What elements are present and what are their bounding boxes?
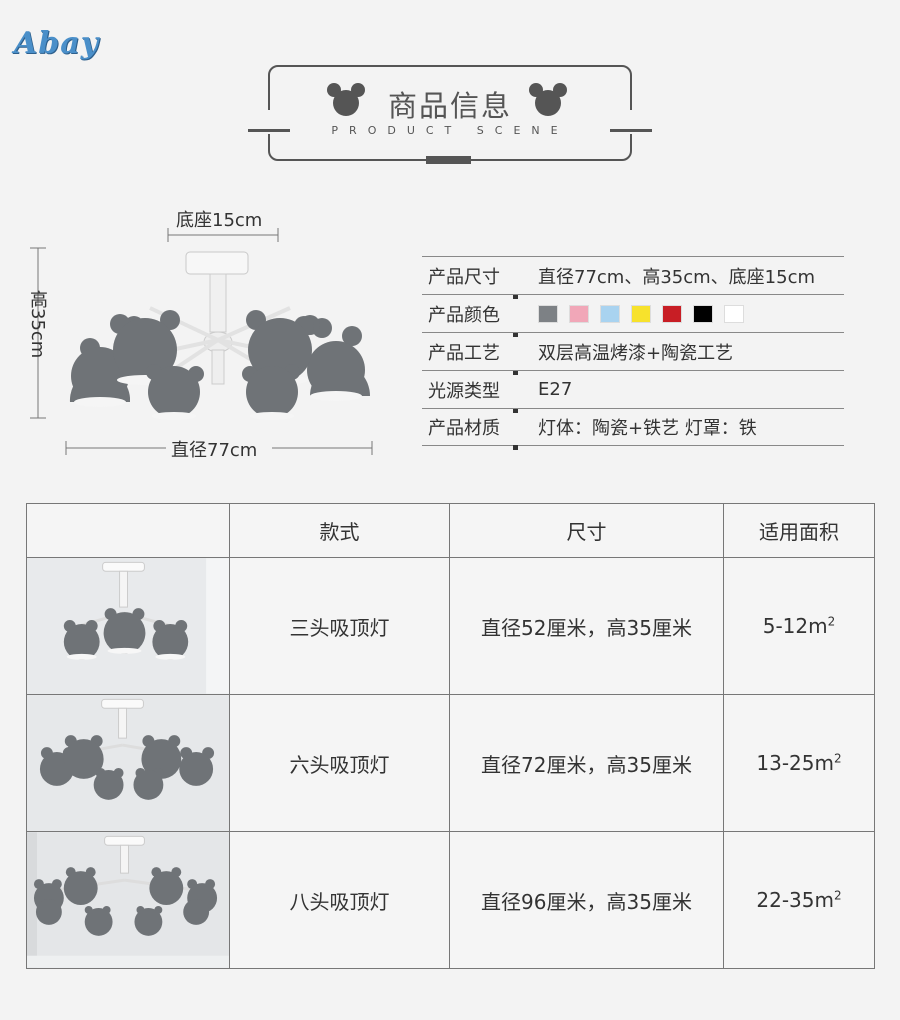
header-line-left <box>248 129 290 132</box>
area-unit-exponent: 2 <box>833 888 842 903</box>
table-row: 三头吸顶灯 直径52厘米，高35厘米 5-12m2 <box>26 557 875 695</box>
area-value: 22-35m <box>756 888 834 912</box>
three-head-lamp-image <box>27 558 229 694</box>
header-frame-gap-right <box>624 110 638 134</box>
style-cell: 六头吸顶灯 <box>229 694 450 832</box>
spec-key: 产品尺寸 <box>422 263 520 299</box>
header-title: 商品信息 <box>387 89 512 123</box>
style-cell: 八头吸顶灯 <box>229 831 450 969</box>
spec-value: 双层高温烤漆+陶瓷工艺 <box>538 342 734 364</box>
diameter-dimension-label: 直径77cm <box>171 440 258 461</box>
header-frame <box>268 65 632 161</box>
color-swatch-pink[interactable] <box>569 304 589 323</box>
spec-value: 直径77cm、高35cm、底座15cm <box>538 266 816 288</box>
spec-row-size: 产品尺寸 直径77cm、高35cm、底座15cm <box>422 256 844 299</box>
spec-key: 产品材质 <box>422 414 520 450</box>
header-style: 款式 <box>229 503 450 558</box>
lamp-drawing <box>30 228 373 455</box>
brand-logo: Abay <box>14 26 100 61</box>
spec-key: 产品颜色 <box>422 301 520 337</box>
product-photo <box>26 694 230 832</box>
header-size: 尺寸 <box>449 503 724 558</box>
table-header-row: 款式 尺寸 适用面积 <box>26 503 875 558</box>
spec-row-color: 产品颜色 <box>422 294 844 337</box>
size-cell: 直径96厘米，高35厘米 <box>449 831 724 969</box>
color-swatch-black[interactable] <box>693 304 713 323</box>
spec-list: 产品尺寸 直径77cm、高35cm、底座15cm 产品颜色 产品工艺 双层高温烤… <box>422 256 844 450</box>
spec-key: 产品工艺 <box>422 339 520 375</box>
spec-row-craft: 产品工艺 双层高温烤漆+陶瓷工艺 <box>422 332 844 375</box>
color-swatch-yellow[interactable] <box>631 304 651 323</box>
table-row: 八头吸顶灯 直径96厘米，高35厘米 22-35m2 <box>26 831 875 969</box>
size-cell: 直径52厘米，高35厘米 <box>449 557 724 695</box>
models-table: 款式 尺寸 适用面积 <box>26 503 875 969</box>
spec-row-material: 产品材质 灯体：陶瓷+铁艺 灯罩：铁 <box>422 408 844 450</box>
spec-value: 灯体：陶瓷+铁艺 灯罩：铁 <box>538 418 757 439</box>
table-row: 六头吸顶灯 直径72厘米，高35厘米 13-25m2 <box>26 694 875 832</box>
area-value: 13-25m <box>756 751 834 775</box>
header-line-right <box>610 129 652 132</box>
header-frame-gap-left <box>262 110 276 134</box>
lamp-dimension-diagram: 底座15cm 直径77cm 高35cm <box>0 190 420 470</box>
header-area: 适用面积 <box>723 503 875 558</box>
color-swatch-white[interactable] <box>724 304 744 323</box>
area-unit-exponent: 2 <box>833 751 842 766</box>
eight-head-lamp-image <box>27 832 229 968</box>
color-swatch-gray[interactable] <box>538 304 558 323</box>
spec-key: 光源类型 <box>422 377 520 413</box>
style-cell: 三头吸顶灯 <box>229 557 450 695</box>
base-dimension-label: 底座15cm <box>176 210 263 231</box>
mouse-head-icon <box>529 83 567 116</box>
height-dimension-label: 高35cm <box>27 290 48 359</box>
color-swatch-red[interactable] <box>662 304 682 323</box>
spec-value: E27 <box>538 379 573 400</box>
mouse-head-icon <box>327 83 365 116</box>
area-cell: 13-25m2 <box>723 694 875 832</box>
area-cell: 22-35m2 <box>723 831 875 969</box>
size-cell: 直径72厘米，高35厘米 <box>449 694 724 832</box>
header-image <box>26 503 230 558</box>
area-value: 5-12m <box>762 614 828 638</box>
color-swatch-blue[interactable] <box>600 304 620 323</box>
header-bottom-bar <box>426 156 471 164</box>
six-head-lamp-image <box>27 695 229 831</box>
color-swatches <box>520 304 744 323</box>
product-photo <box>26 557 230 695</box>
area-cell: 5-12m2 <box>723 557 875 695</box>
area-unit-exponent: 2 <box>827 614 836 629</box>
header-subtitle: PRODUCT SCENE <box>331 124 569 137</box>
spec-row-light-source: 光源类型 E27 <box>422 370 844 413</box>
product-photo <box>26 831 230 969</box>
